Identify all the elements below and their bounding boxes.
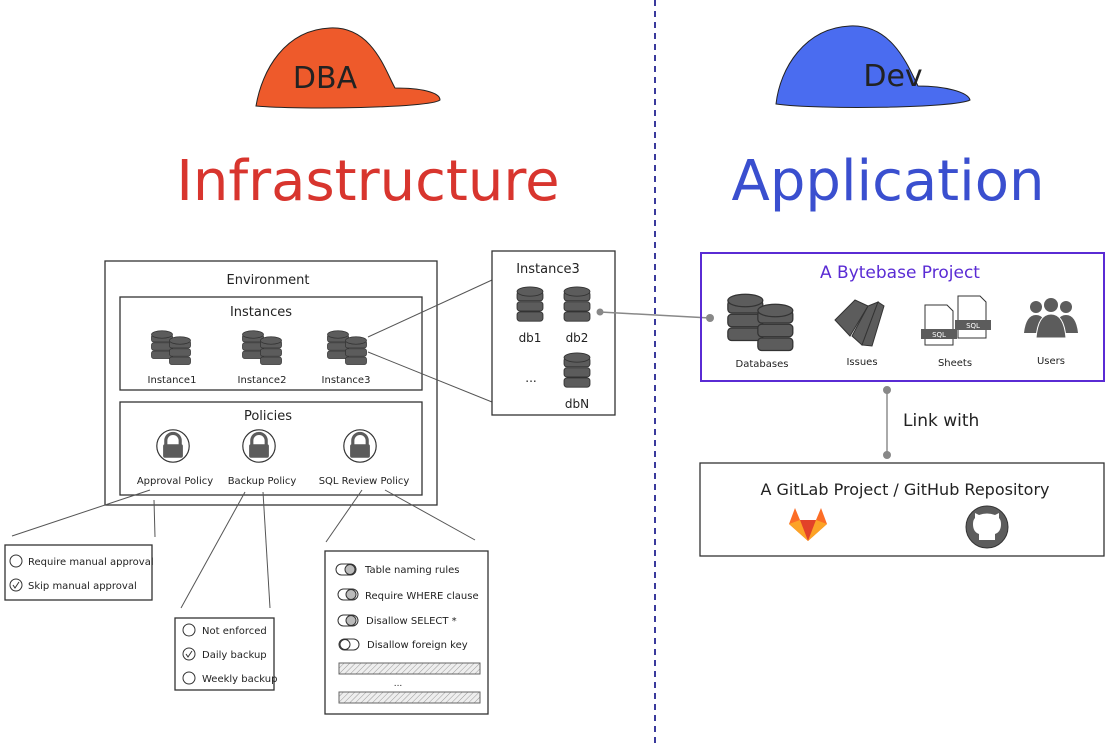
instance-label: Instance3 (322, 375, 371, 386)
policies-label: Policies (244, 409, 292, 424)
project-item-label: Sheets (938, 358, 972, 369)
instances-box: Instances Instance1 Instance2 Instance3 (119, 296, 423, 391)
option-label: Skip manual approval (28, 581, 137, 592)
more-rules-ellipsis: ... (394, 679, 403, 689)
backup-options-panel: Not enforced Daily backup Weekly backup (174, 617, 277, 691)
radio-unchecked[interactable] (182, 671, 196, 685)
gitlab-icon (789, 508, 827, 541)
issues-icon (834, 299, 885, 347)
project-item-label: Users (1037, 356, 1065, 367)
check-icon (12, 581, 20, 589)
sheets-icon: SQL SQL (921, 295, 991, 346)
connector-dot (883, 451, 891, 459)
instance3-detail-box: Instance3 db1 db2 ... dbN (491, 250, 616, 416)
environment-label: Environment (226, 273, 309, 288)
radio-checked[interactable] (9, 578, 23, 592)
sql-label: SQL (966, 322, 980, 330)
github-icon (965, 505, 1009, 549)
database-icon (563, 286, 591, 322)
rule-label: Table naming rules (364, 565, 459, 576)
database-icon (243, 331, 282, 365)
lock-icon (241, 428, 277, 464)
approval-options-panel: Require manual approval Skip manual appr… (4, 544, 154, 601)
dev-hat: Dev (775, 25, 971, 108)
sql-label: SQL (932, 331, 946, 339)
database-icon (152, 331, 191, 365)
instance-label: Instance2 (238, 375, 287, 386)
rule-label: Require WHERE clause (365, 591, 479, 602)
instances-label: Instances (230, 305, 292, 320)
bytebase-project-box: A Bytebase Project SQL SQL Databases Iss… (700, 252, 1105, 382)
option-label: Daily backup (202, 650, 267, 661)
vcs-title: A GitLab Project / GitHub Repository (760, 480, 1049, 499)
policy-connector-lines (11, 489, 476, 609)
check-icon (185, 650, 193, 658)
users-icon (1024, 298, 1078, 339)
radio-checked[interactable] (182, 647, 196, 661)
policies-box: Policies Approval Policy Backup Policy S… (119, 401, 423, 496)
policy-label: SQL Review Policy (319, 476, 410, 487)
lock-icon (342, 428, 378, 464)
radio-unchecked[interactable] (182, 623, 196, 637)
bytebase-project-title: A Bytebase Project (820, 263, 980, 283)
db-label: db1 (519, 331, 542, 345)
toggle-on[interactable] (335, 563, 357, 576)
connector-dot (706, 314, 714, 322)
rule-label: Disallow SELECT * (366, 616, 457, 627)
connector-line (367, 279, 493, 338)
infrastructure-title: Infrastructure (176, 149, 559, 214)
dba-hat: DBA (255, 27, 441, 109)
link-with-label: Link with (903, 411, 979, 431)
radio-unchecked[interactable] (9, 554, 23, 568)
option-label: Weekly backup (202, 674, 277, 685)
database-icon (328, 331, 367, 365)
sql-review-panel: Table naming rules Require WHERE clause … (324, 550, 489, 715)
option-label: Not enforced (202, 626, 267, 637)
environment-box: Environment Instances Instance1 Instance… (104, 260, 438, 506)
db-label: dbN (565, 397, 589, 411)
connector-dot (883, 386, 891, 394)
toggle-off[interactable] (338, 638, 360, 651)
application-title: Application (732, 149, 1045, 214)
placeholder-rule-bar (338, 662, 481, 675)
instance-to-project-link (599, 311, 711, 319)
project-item-label: Issues (846, 357, 877, 368)
lock-icon (155, 428, 191, 464)
toggle-on[interactable] (337, 614, 359, 627)
policy-label: Approval Policy (137, 476, 213, 487)
connector-line (367, 351, 493, 403)
db-ellipsis: ... (525, 371, 536, 385)
option-label: Require manual approval (28, 557, 154, 568)
dba-label: DBA (293, 61, 358, 96)
placeholder-rule-bar (338, 691, 481, 704)
instance3-title: Instance3 (516, 262, 580, 277)
databases-icon (728, 294, 793, 350)
project-item-label: Databases (736, 359, 789, 370)
rule-label: Disallow foreign key (367, 640, 468, 651)
toggle-on[interactable] (337, 588, 359, 601)
connector-dot (596, 308, 604, 316)
instance-label: Instance1 (148, 375, 197, 386)
dev-label: Dev (863, 59, 922, 94)
database-icon (563, 352, 591, 388)
database-icon (516, 286, 544, 322)
vcs-box: A GitLab Project / GitHub Repository (699, 462, 1105, 557)
policy-label: Backup Policy (228, 476, 297, 487)
db-label: db2 (566, 331, 589, 345)
